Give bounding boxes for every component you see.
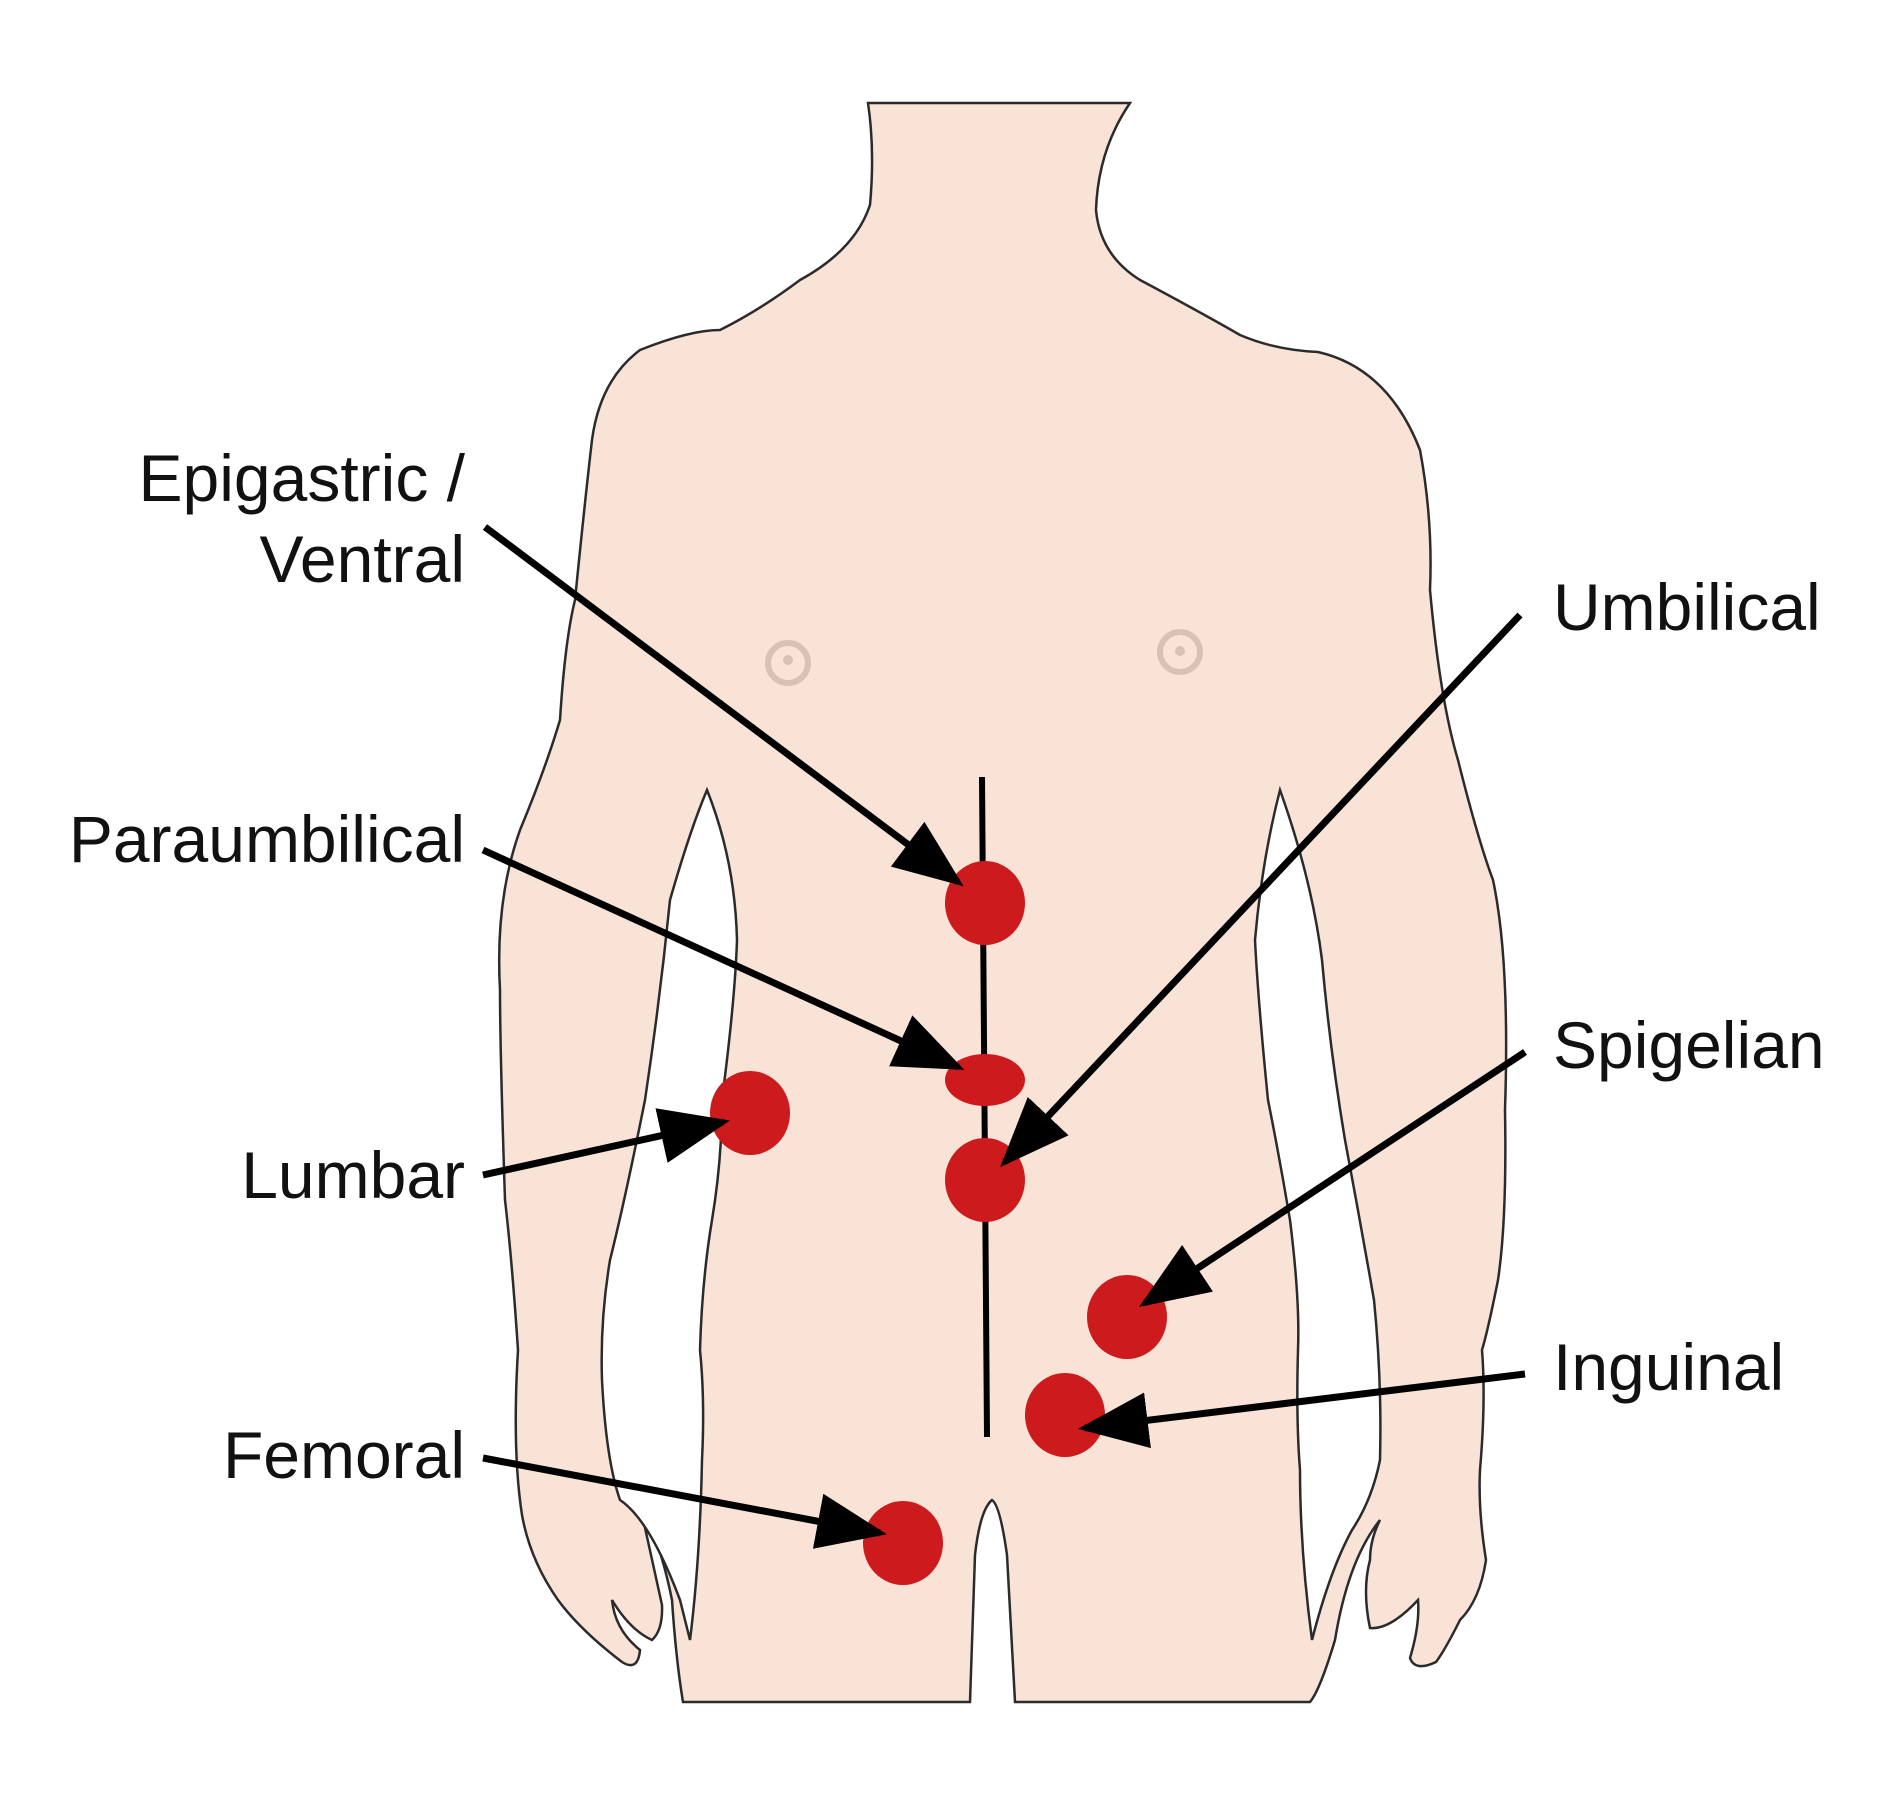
label-femoral: Femoral xyxy=(223,1418,465,1492)
lumbar-arrow xyxy=(482,1108,730,1179)
label-spigelian: Spigelian xyxy=(1553,1008,1825,1082)
paraumbilical-hernia-marker xyxy=(945,1054,1025,1106)
label-umbilical: Umbilical xyxy=(1553,570,1821,644)
label-epigastric-line2: Ventral xyxy=(260,522,465,596)
inguinal-arrow xyxy=(1078,1370,1526,1449)
epigastric-hernia-marker xyxy=(945,861,1025,945)
paraumbilical-arrow xyxy=(481,846,965,1071)
spigelian-arrow xyxy=(1139,1049,1527,1307)
lumbar-hernia-marker xyxy=(710,1071,790,1155)
inguinal-hernia-marker xyxy=(1025,1373,1105,1457)
femoral-arrow xyxy=(482,1454,887,1549)
right-nipple xyxy=(1157,629,1203,675)
right-arm-gap xyxy=(1253,785,1382,1641)
label-lumbar: Lumbar xyxy=(241,1138,465,1212)
label-paraumbilical: Paraumbilical xyxy=(69,802,465,876)
umbilical-arrow xyxy=(1000,612,1523,1168)
spigelian-hernia-marker xyxy=(1087,1275,1167,1359)
epigastric-arrow xyxy=(482,524,964,887)
label-inguinal: Inguinal xyxy=(1553,1330,1784,1404)
left-nipple xyxy=(765,640,811,686)
label-epigastric-line1: Epigastric / xyxy=(139,441,466,515)
femoral-hernia-marker xyxy=(863,1501,943,1585)
